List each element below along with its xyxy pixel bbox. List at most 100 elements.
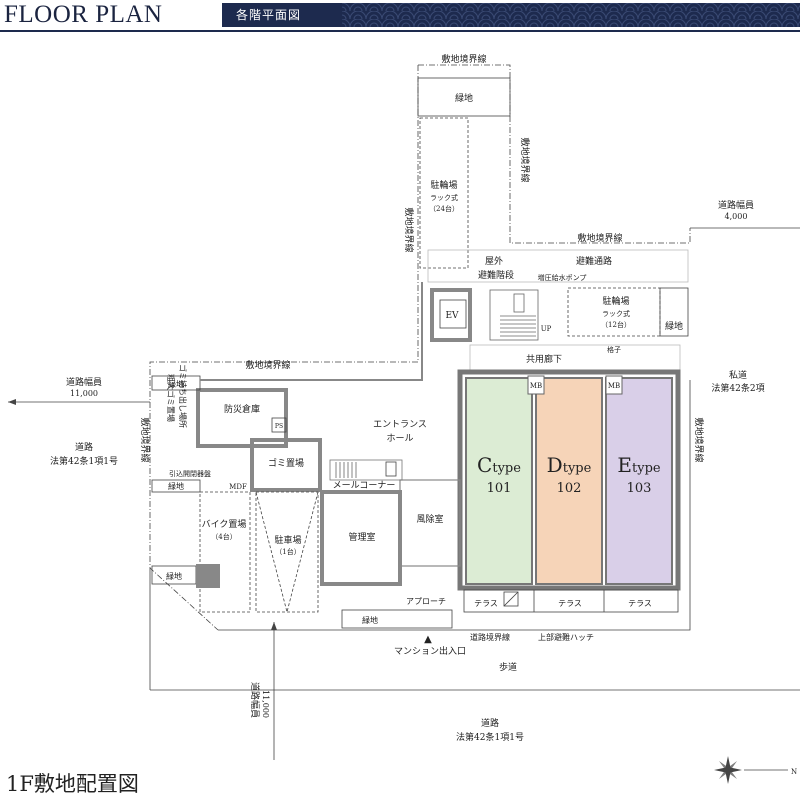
label-road-boundary: 道路境界線 bbox=[470, 632, 510, 642]
label-ryokuchi-right: 緑地 bbox=[665, 320, 683, 332]
ryokuchi-right-area bbox=[659, 287, 689, 337]
label-ryokuchi-bottom-left: 緑地 bbox=[166, 571, 182, 581]
label-car-parking-count: （1台） bbox=[275, 547, 300, 556]
label-terrace-3: テラス bbox=[628, 599, 652, 608]
label-private-road-law: 法第42条2項 bbox=[711, 382, 764, 394]
label-bike-rack-1-type: ラック式 bbox=[430, 193, 458, 202]
header-band bbox=[222, 3, 800, 27]
terrace-strip bbox=[463, 589, 679, 613]
unit-c-number: 101 bbox=[487, 481, 512, 496]
label-mail-corner: メールコーナー bbox=[333, 480, 396, 491]
label-road-left: 道路 bbox=[75, 441, 93, 453]
label-evac-path: 避難通路 bbox=[576, 255, 612, 267]
label-mb-1: MB bbox=[530, 382, 542, 390]
label-terrace-2: テラス bbox=[558, 599, 582, 608]
label-road-width-left-value: 11,000 bbox=[70, 389, 98, 398]
garbage-room bbox=[250, 438, 322, 492]
label-private-road: 私道 bbox=[729, 369, 747, 381]
label-ryokuchi-left-top: 緑地 bbox=[168, 379, 184, 389]
label-boundary-mid: 敷地境界線 bbox=[577, 232, 622, 244]
unit-c-type: Ctype bbox=[477, 453, 521, 477]
compass-icon bbox=[714, 756, 788, 784]
label-road-width-right-value: 4,000 bbox=[725, 212, 748, 221]
label-common-corridor: 共用廊下 bbox=[526, 353, 562, 365]
label-road-width-left: 道路幅員 bbox=[66, 376, 102, 388]
evac-path-area bbox=[427, 249, 689, 283]
ev-shaft bbox=[430, 288, 472, 342]
label-terrace-1: テラス bbox=[474, 599, 498, 608]
label-garbage-room: ゴミ置場 bbox=[268, 457, 304, 469]
label-bike-rack-2: 駐輪場 bbox=[602, 295, 629, 307]
ryokuchi-left-top-area bbox=[151, 375, 201, 391]
label-mansion-entrance: マンション出入口 bbox=[394, 645, 466, 657]
label-ryokuchi-bottom: 緑地 bbox=[362, 615, 378, 625]
mail-corner bbox=[329, 459, 403, 481]
label-ps: PS bbox=[275, 423, 283, 430]
label-mdf: MDF bbox=[229, 483, 247, 491]
site-boundary-line-left bbox=[149, 65, 419, 631]
label-bulky-garbage: 粗大ゴミ置場 bbox=[166, 374, 176, 422]
common-corridor bbox=[469, 344, 681, 372]
ryokuchi-top-area bbox=[417, 77, 511, 117]
label-upper-hatch: 上部避難ハッチ bbox=[538, 632, 594, 642]
label-boundary-vert-2: 敷地境界線 bbox=[403, 207, 415, 252]
label-garbage-out: ゴミ持ち出し場所 bbox=[178, 364, 188, 428]
label-lead-in-board: 引込開閉器盤 bbox=[169, 469, 211, 478]
ryokuchi-mdf-area bbox=[151, 479, 201, 493]
label-ev: EV bbox=[445, 311, 459, 321]
unit-d-fill bbox=[535, 377, 603, 585]
label-disaster-storage: 防災倉庫 bbox=[224, 403, 260, 415]
unit-e-fill bbox=[605, 377, 673, 585]
label-road-width-bottom: 道路幅員 bbox=[249, 682, 261, 718]
wave-pattern bbox=[342, 3, 800, 27]
unit-e-type: Etype bbox=[617, 453, 660, 477]
label-escape-stairs-1: 屋外 bbox=[485, 255, 503, 267]
label-escape-stairs-2: 避難階段 bbox=[478, 269, 514, 281]
page-title: FLOOR PLAN bbox=[4, 1, 163, 28]
label-ryokuchi-mdf: 緑地 bbox=[168, 481, 184, 491]
road-boundary-line bbox=[218, 380, 691, 631]
unit-d-number: 102 bbox=[557, 481, 582, 496]
site-boundary-line bbox=[418, 64, 691, 244]
label-bike-rack-1-count: （24台） bbox=[429, 204, 459, 213]
label-boundary-vert-1: 敷地境界線 bbox=[519, 137, 531, 182]
label-bike-rack-2-count: （12台） bbox=[601, 320, 631, 329]
label-bike-parking: バイク置場 bbox=[202, 518, 247, 530]
label-management: 管理室 bbox=[348, 531, 375, 543]
bike-rack-1-area bbox=[419, 117, 469, 269]
unit-d-type: Dtype bbox=[547, 453, 592, 477]
label-road-left-law: 法第42条1項1号 bbox=[50, 455, 118, 467]
label-road-bottom-law: 法第42条1項1号 bbox=[456, 731, 524, 743]
label-approach: アプローチ bbox=[406, 597, 446, 606]
header-rule bbox=[0, 30, 800, 32]
label-road-width-right: 道路幅員 bbox=[718, 199, 754, 211]
windbreak-room bbox=[399, 479, 461, 567]
label-bike-parking-count: （4台） bbox=[211, 532, 236, 541]
label-boundary-left-2: 敷地境界線 bbox=[139, 417, 151, 462]
label-road-bottom: 道路 bbox=[481, 717, 499, 729]
label-boundary-right: 敷地境界線 bbox=[693, 417, 705, 462]
bike-parking-area bbox=[199, 491, 251, 613]
escape-stairs bbox=[489, 289, 539, 341]
label-entrance-mark: ▲ bbox=[424, 634, 432, 645]
label-ryokuchi-top: 緑地 bbox=[455, 92, 473, 104]
label-road-width-bottom-value: 11,000 bbox=[261, 690, 270, 718]
label-bike-rack-2-type: ラック式 bbox=[602, 309, 630, 318]
label-booster-pump: 増圧給水ポンプ bbox=[538, 273, 587, 282]
unit-c-fill bbox=[465, 377, 533, 585]
label-compass-n: N bbox=[791, 768, 797, 776]
car-parking-area bbox=[255, 491, 319, 613]
label-sidewalk: 歩道 bbox=[499, 661, 517, 673]
label-windbreak: 風除室 bbox=[416, 513, 443, 525]
label-mb-2: MB bbox=[608, 382, 620, 390]
label-lattice: 格子 bbox=[607, 345, 621, 354]
ryokuchi-bottom-area bbox=[341, 609, 453, 629]
label-bike-rack-1: 駐輪場 bbox=[430, 179, 457, 191]
label-entrance-hall-2: ホール bbox=[386, 433, 413, 444]
label-up: UP bbox=[541, 325, 552, 333]
label-car-parking: 駐車場 bbox=[274, 534, 301, 546]
label-entrance-hall-1: エントランス bbox=[373, 419, 427, 430]
page-subtitle: 各階平面図 bbox=[236, 8, 302, 22]
label-boundary-left: 敷地境界線 bbox=[245, 359, 290, 371]
